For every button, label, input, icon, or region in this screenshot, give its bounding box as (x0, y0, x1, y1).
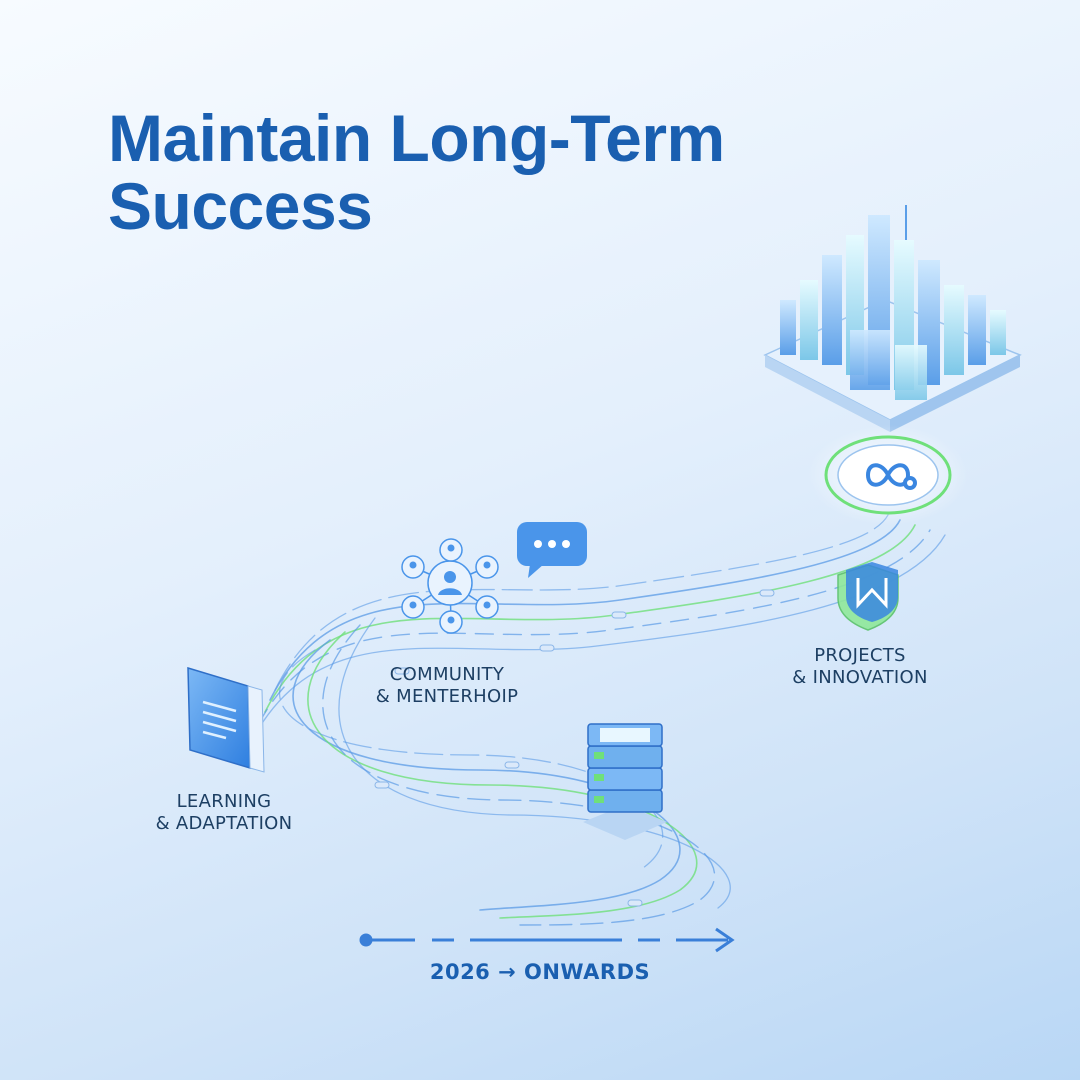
milestone-projects-line-2: & INNOVATION (792, 667, 928, 688)
milestone-learning-line-1: LEARNING (176, 791, 272, 812)
network-icon (401, 538, 499, 634)
milestone-community-label: COMMUNITY & MENTERHOIP (362, 664, 532, 708)
shield-icon (837, 562, 899, 631)
timeline-label: 2026 → ONWARDS (429, 960, 651, 984)
timeline-arrow (359, 927, 735, 953)
book-icon (187, 666, 265, 773)
infinity-gear-icon (808, 425, 968, 525)
page-title: Maintain Long-Term Success (108, 104, 725, 240)
winding-path (251, 514, 946, 926)
milestone-projects-line-1: PROJECTS (814, 645, 906, 666)
page-title-line-2: Success (108, 169, 373, 243)
page-title-line-1: Maintain Long-Term (108, 101, 725, 175)
milestone-projects-label: PROJECTS & INNOVATION (780, 645, 940, 689)
milestone-community-line-2: & MENTERHOIP (375, 686, 519, 707)
milestone-learning-label: LEARNING & ADAPTATION (144, 791, 304, 835)
server-stack-icon (583, 723, 667, 840)
milestone-community-line-1: COMMUNITY (389, 664, 505, 685)
city-skyline-icon (763, 205, 1022, 432)
milestone-learning-line-2: & ADAPTATION (155, 813, 293, 834)
chat-bubble-icon (517, 522, 587, 578)
